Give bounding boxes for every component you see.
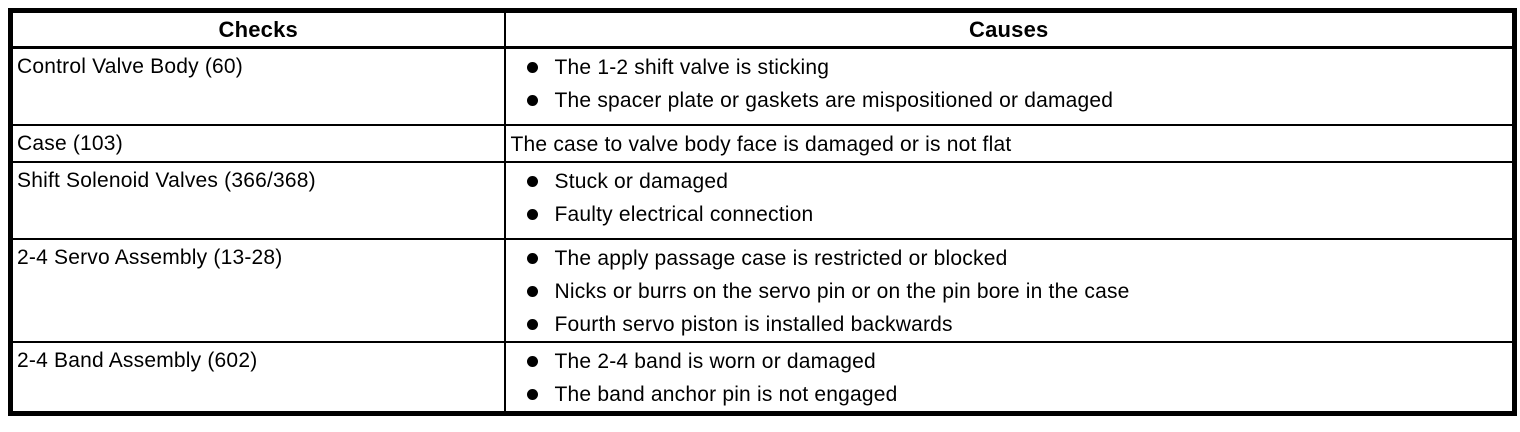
bullet-icon <box>526 355 538 367</box>
bullet-icon <box>526 285 538 297</box>
cause-item: The apply passage case is restricted or … <box>510 242 1509 275</box>
cause-item: Stuck or damaged <box>510 165 1509 198</box>
table-row-band-assembly: 2-4 Band Assembly (602) The 2-4 band is … <box>9 340 1516 414</box>
cause-text: The 1-2 shift valve is sticking <box>554 56 830 79</box>
bullet-icon <box>526 252 538 264</box>
cause-item: The 2-4 band is worn or damaged <box>510 345 1509 378</box>
bullet-icon <box>526 388 538 400</box>
cause-text: Faulty electrical connection <box>554 202 814 226</box>
cause-item: The band anchor pin is not engaged <box>510 378 1509 411</box>
column-header-causes: Causes <box>503 9 1516 49</box>
table-row-shift-solenoid-valves: Shift Solenoid Valves (366/368) Stuck or… <box>9 160 1516 240</box>
cause-item: Fourth servo piston is installed backwar… <box>510 308 1509 340</box>
causes-cell: The 2-4 band is worn or damaged The band… <box>503 340 1516 414</box>
cause-text: Stuck or damaged <box>554 169 729 193</box>
bullet-icon <box>526 95 538 106</box>
causes-cell: Stuck or damaged Faulty electrical conne… <box>503 160 1516 240</box>
cause-text: The case to valve body face is damaged o… <box>510 132 1012 156</box>
check-label: Control Valve Body (60) <box>9 46 506 126</box>
bullet-icon <box>526 175 538 187</box>
causes-cell: The 1-2 shift valve is sticking The spac… <box>503 46 1516 126</box>
bullet-icon <box>526 318 538 330</box>
bullet-icon <box>526 62 538 73</box>
checks-causes-table: Checks Causes Control Valve Body (60) Th… <box>8 8 1517 416</box>
bullet-icon <box>526 208 538 220</box>
cause-text: Nicks or burrs on the servo pin or on th… <box>554 279 1130 303</box>
table-row-control-valve-body: Control Valve Body (60) The 1-2 shift va… <box>9 46 1516 126</box>
cause-text: The spacer plate or gaskets are misposit… <box>554 89 1114 112</box>
cause-item: The spacer plate or gaskets are misposit… <box>510 84 1509 117</box>
check-label: Case (103) <box>9 123 506 163</box>
causes-cell: The apply passage case is restricted or … <box>503 237 1516 343</box>
table-header-row: Checks Causes <box>9 9 1516 49</box>
column-header-checks: Checks <box>9 9 506 49</box>
cause-text: The band anchor pin is not engaged <box>554 382 898 406</box>
check-label: 2-4 Servo Assembly (13-28) <box>9 237 506 343</box>
causes-cell: The case to valve body face is damaged o… <box>503 123 1516 163</box>
check-label: Shift Solenoid Valves (366/368) <box>9 160 506 240</box>
check-label: 2-4 Band Assembly (602) <box>9 340 506 414</box>
cause-text: The apply passage case is restricted or … <box>554 246 1008 270</box>
table-row-servo-assembly: 2-4 Servo Assembly (13-28) The apply pas… <box>9 237 1516 343</box>
table-row-case: Case (103) The case to valve body face i… <box>9 123 1516 163</box>
cause-item: Nicks or burrs on the servo pin or on th… <box>510 275 1509 308</box>
cause-item: Faulty electrical connection <box>510 198 1509 231</box>
cause-text: The 2-4 band is worn or damaged <box>554 349 876 373</box>
cause-item: The 1-2 shift valve is sticking <box>510 51 1509 84</box>
cause-text: Fourth servo piston is installed backwar… <box>554 312 953 336</box>
